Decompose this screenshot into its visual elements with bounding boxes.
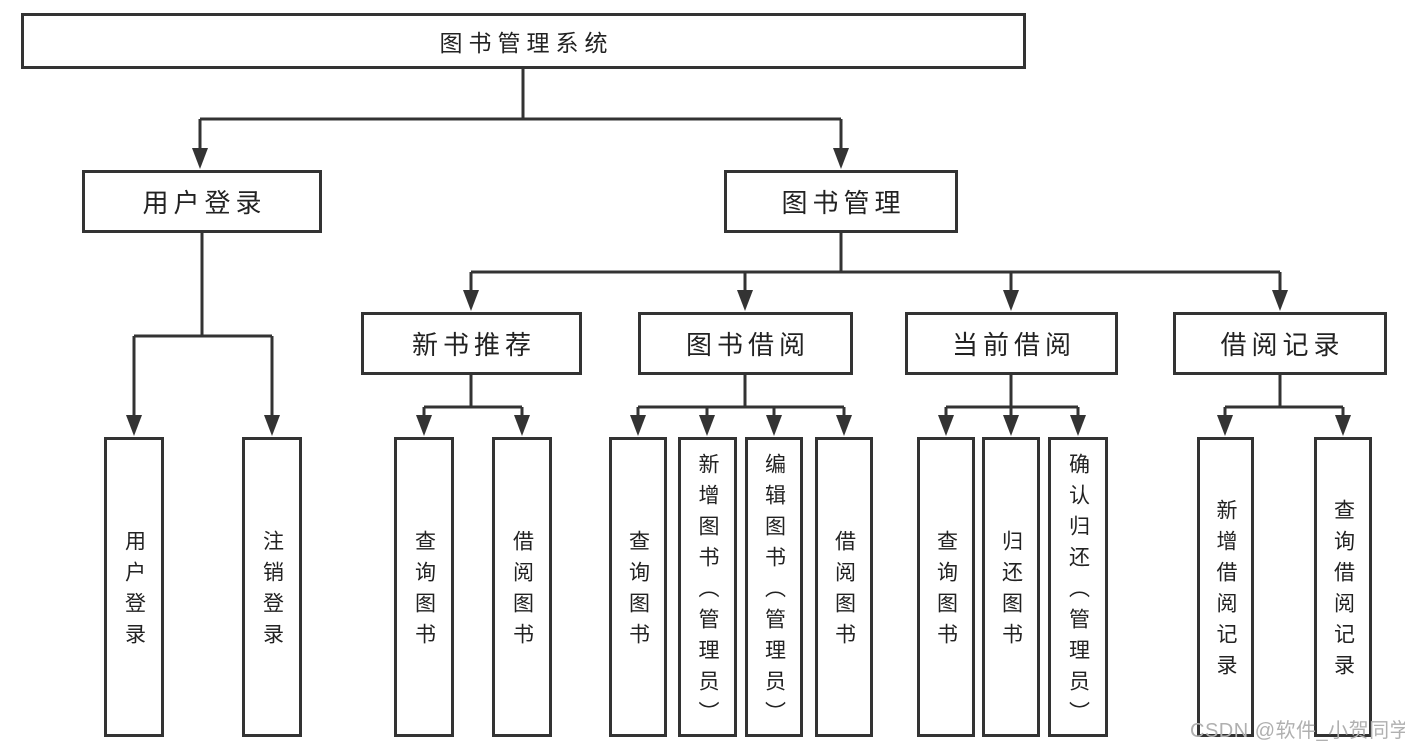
node-label: 新增图书（管理员） (696, 452, 719, 732)
node-label: 查询借阅记录 (1331, 499, 1355, 685)
node-label: 借阅图书 (510, 530, 534, 654)
leaf-confirm-return-admin: 确认归还（管理员） (1048, 437, 1108, 737)
node-current-borrowing: 当前借阅 (905, 312, 1118, 375)
node-label: 借阅图书 (832, 530, 856, 654)
leaf-edit-books-admin: 编辑图书（管理员） (745, 437, 803, 737)
leaf-query-borrow-record: 查询借阅记录 (1314, 437, 1372, 737)
node-label: 用户登录 (122, 530, 146, 654)
node-label: 当前借阅 (951, 330, 1076, 360)
leaf-query-books-recommend: 查询图书 (394, 437, 454, 737)
arrowheads (126, 148, 1351, 436)
node-label: 编辑图书（管理员） (762, 452, 786, 732)
node-label: 查询图书 (626, 530, 650, 654)
leaf-add-books-admin: 新增图书（管理员） (678, 437, 737, 737)
node-borrowing-records: 借阅记录 (1173, 312, 1387, 375)
leaf-query-books-current: 查询图书 (917, 437, 975, 737)
node-label: 图书管理系统 (439, 30, 614, 56)
node-label: 确认归还（管理员） (1066, 452, 1090, 732)
watermark: CSDN @软件_小贺同学 (1190, 720, 1405, 742)
node-label: 新书推荐 (411, 330, 536, 360)
leaf-logout-login: 注销登录 (242, 437, 302, 737)
connector-segments (132, 69, 1345, 417)
node-label: 查询图书 (934, 530, 958, 654)
leaf-add-borrow-record: 新增借阅记录 (1197, 437, 1254, 737)
node-label: 查询图书 (412, 530, 436, 654)
node-book-management: 图书管理 (724, 170, 958, 233)
node-label: 新增借阅记录 (1214, 499, 1237, 685)
leaf-borrow-books-borrowing: 借阅图书 (815, 437, 873, 737)
node-label: 借阅记录 (1220, 330, 1345, 360)
leaf-query-books-borrowing: 查询图书 (609, 437, 667, 737)
node-label: 图书借阅 (685, 330, 810, 360)
node-book-borrowing: 图书借阅 (638, 312, 853, 375)
node-root-library-system: 图书管理系统 (21, 13, 1026, 69)
leaf-return-books: 归还图书 (982, 437, 1040, 737)
leaf-borrow-books-recommend: 借阅图书 (492, 437, 552, 737)
node-label: 图书管理 (781, 188, 906, 218)
node-user-login: 用户登录 (82, 170, 322, 233)
node-label: 用户登录 (142, 188, 267, 218)
node-label: 归还图书 (999, 530, 1023, 654)
node-label: 注销登录 (260, 530, 284, 654)
node-new-book-recommendation: 新书推荐 (361, 312, 582, 375)
leaf-user-login: 用户登录 (104, 437, 164, 737)
